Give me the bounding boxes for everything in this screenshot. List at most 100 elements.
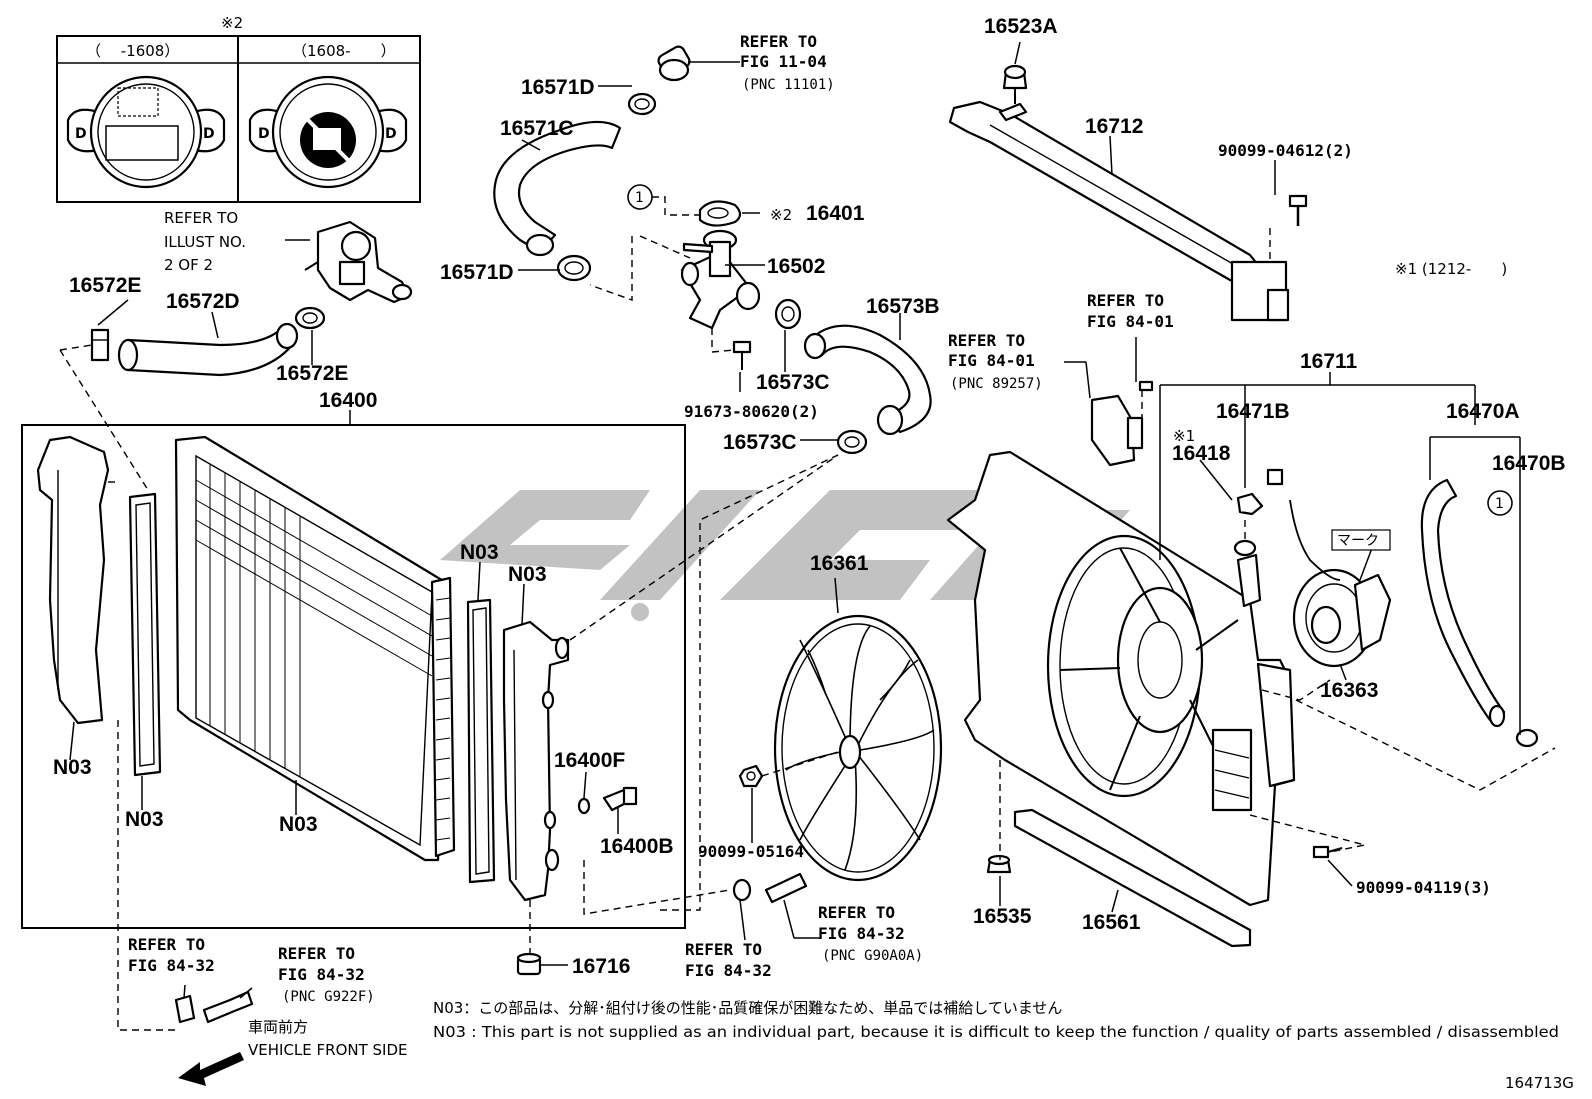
drain-valve-assembly — [304, 220, 413, 304]
water-outlet-16502 — [680, 229, 761, 330]
o-ring-16400F — [577, 797, 591, 815]
ref-fig84-01a-l2: FIG 84-01 — [948, 351, 1035, 370]
inset-col-1: （ -1608） — [86, 42, 179, 60]
fan-shroud-16711 — [946, 450, 1296, 907]
part-callouts: 16523A 16712 90099-04612(2) 16571D 16571… — [53, 15, 1566, 978]
fan-motor-16363 — [1266, 468, 1392, 668]
leader-lines — [69, 41, 1521, 999]
o-ring-16418 — [1233, 539, 1257, 557]
callout-16363: 16363 — [1320, 679, 1378, 702]
circle-ref-1-right — [1487, 490, 1513, 516]
inset-marker: ※2 — [221, 14, 243, 32]
svg-text:D: D — [385, 126, 397, 142]
callout-16711: 16711 — [1300, 350, 1358, 373]
upper-hose-group: 1 — [493, 45, 932, 455]
callout-N03-core: N03 — [279, 813, 318, 836]
callout-16572D: 16572D — [166, 290, 240, 313]
lower-radiator-hose — [810, 324, 932, 434]
callout-N03-tank-right: N03 — [508, 563, 547, 586]
callout-16361: 16361 — [810, 552, 869, 575]
radiator-cap-inset: ※2 （ -1608） （1608- ） D D D D — [56, 14, 421, 203]
callout-90099-04119: 90099-04119(3) — [1356, 878, 1491, 897]
ref-fig84-32b-l3: (PNC G922F) — [282, 989, 375, 1005]
ref-fig84-32b-l2: FIG 84-32 — [278, 965, 365, 984]
overflow-hose-16470A — [1420, 478, 1506, 722]
circle-ref-1-right-label: 1 — [1495, 496, 1504, 512]
callout-16712: 16712 — [1085, 115, 1143, 138]
radiator-core — [174, 435, 452, 862]
diagram-id: 164713G — [1505, 1074, 1574, 1092]
callout-16401: 16401 — [806, 202, 865, 225]
drain-cock-plug-16716 — [516, 952, 542, 976]
engine-outlet-pipe — [657, 45, 691, 82]
callout-N03-tank-left: N03 — [53, 756, 92, 779]
svg-text:D: D — [75, 126, 87, 142]
callout-16573B: 16573B — [866, 295, 940, 318]
callout-16572E-right: 16572E — [276, 362, 348, 385]
hose-clamp-16571D-bottom — [556, 254, 592, 282]
callout-16561: 16561 — [1082, 911, 1141, 934]
hose-clamp-16572E-left — [90, 328, 110, 362]
callout-16400: 16400 — [319, 389, 377, 412]
callout-16523A: 16523A — [984, 15, 1058, 38]
upper-radiator-hose — [493, 120, 622, 254]
hose-clip-16470B — [1515, 728, 1539, 748]
circle-ref-1-top-label: 1 — [635, 190, 644, 206]
dashed-lines — [59, 196, 1556, 1031]
right-tank-seal — [466, 598, 496, 884]
ref-fig84-01a-l1: REFER TO — [948, 331, 1025, 350]
vehicle-front-arrow — [178, 1052, 244, 1086]
callout-16401-marker: ※2 — [770, 206, 792, 224]
drain-plug-16400B — [602, 786, 638, 812]
bolt-90099-04612 — [1288, 194, 1308, 226]
callout-16400F: 16400F — [554, 749, 625, 772]
ref-fig84-01a-l3: (PNC 89257) — [950, 376, 1043, 392]
callout-mark: マーク — [1337, 533, 1379, 549]
radiator-assembly-frame — [21, 424, 686, 929]
callout-16573C-left: 16573C — [723, 431, 797, 454]
ref-fig84-01b-l2: FIG 84-01 — [1087, 312, 1174, 331]
callout-90099-04612: 90099-04612(2) — [1218, 141, 1353, 160]
ref-fig11-04-l1: REFER TO — [740, 32, 817, 51]
inset-col-2: （1608- ） — [292, 42, 396, 60]
radiator-core-fins — [195, 464, 433, 777]
ref-fig84-32d-l3: (PNC G90A0A) — [822, 948, 923, 964]
ref-fig84-32c-l2: FIG 84-32 — [685, 961, 772, 980]
note-n03-en: N03 : This part is not supplied as an in… — [433, 1023, 1559, 1041]
bottom-hose-g922f — [174, 990, 254, 1024]
shroud-seal-16561 — [1013, 808, 1252, 948]
callout-16502: 16502 — [767, 255, 825, 278]
callout-16418-marker: ※1 — [1173, 427, 1195, 445]
cushion-16523A — [1002, 64, 1028, 104]
footer-notes: N03：この部品は、分解･組付け後の性能･品質確保が困難なため、単品では補給して… — [248, 999, 1574, 1092]
ref-fig84-32d-l2: FIG 84-32 — [818, 924, 905, 943]
radiator-cap-new: D D — [248, 75, 408, 189]
callout-16471B: 16471B — [1216, 400, 1290, 423]
callout-16571C: 16571C — [500, 117, 574, 140]
left-tank-seal — [128, 492, 162, 777]
svg-text:D: D — [258, 126, 270, 142]
grommet-16535 — [986, 854, 1012, 874]
callout-16535: 16535 — [973, 905, 1032, 928]
callout-16418: 16418 — [1172, 442, 1231, 465]
hose-clamp-16572E-right — [294, 306, 326, 330]
direction-en: VEHICLE FRONT SIDE — [248, 1041, 408, 1059]
radiator-cap-old: D D — [66, 75, 226, 189]
fan-nut-90099-05164 — [738, 764, 764, 788]
callout-N03-seal-left: N03 — [125, 808, 164, 831]
callout-16572E-left: 16572E — [69, 274, 141, 297]
cooling-fan-16361 — [773, 614, 943, 882]
hose-clamp-16571D-top — [627, 92, 657, 116]
ref-fig11-04-l2: FIG 11-04 — [740, 52, 827, 71]
reserve-hose-group — [90, 220, 413, 377]
radiator-support-16712 — [948, 100, 1290, 322]
ref-fig84-32b-l1: REFER TO — [278, 944, 355, 963]
ref-illust-l2: ILLUST NO. — [164, 233, 246, 251]
hose-clamp-16573C-bottom — [836, 429, 868, 455]
callout-16716: 16716 — [572, 955, 630, 978]
callout-16573C-right: 16573C — [756, 371, 830, 394]
callout-N03-seal-right: N03 — [460, 541, 499, 564]
relay-bolt — [1138, 380, 1154, 392]
ref-fig11-04-l3: (PNC 11101) — [742, 77, 835, 93]
